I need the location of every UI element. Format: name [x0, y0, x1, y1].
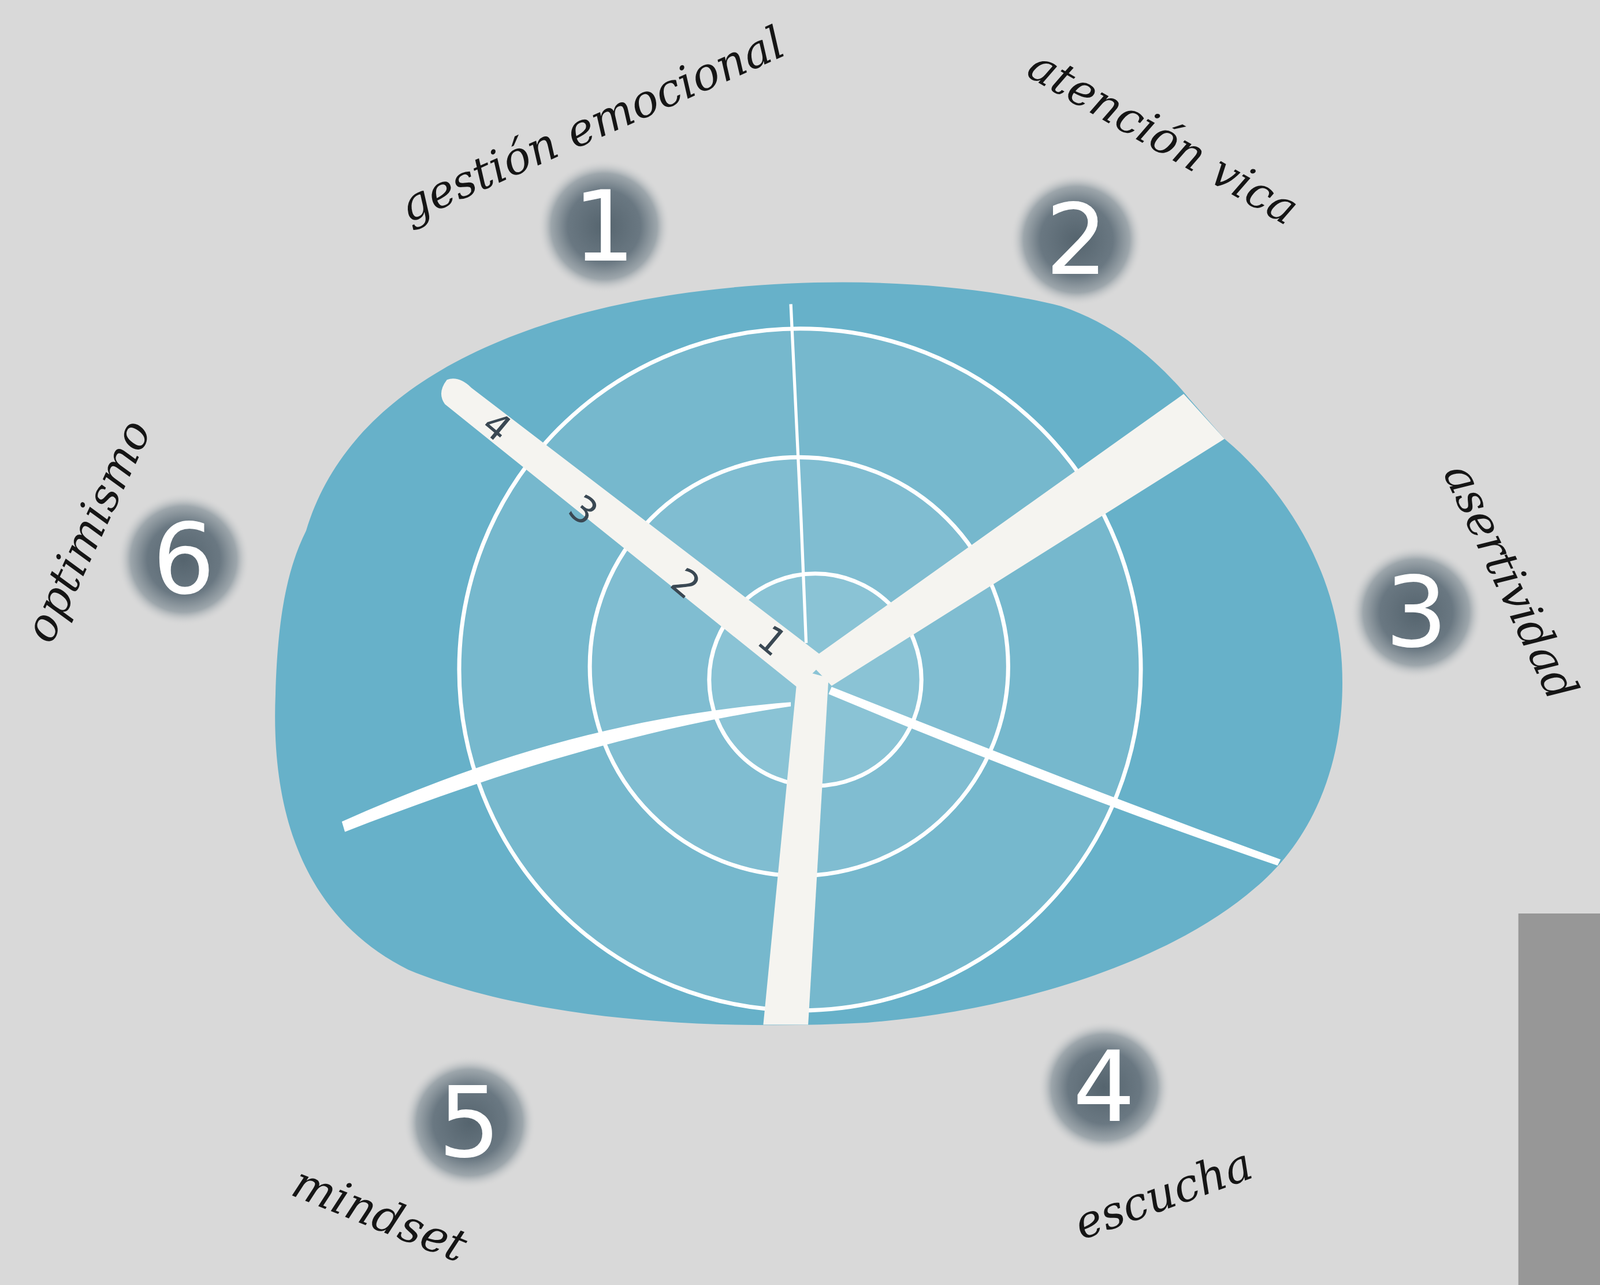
numbered-circle: 1gestión emocional — [537, 160, 671, 293]
fuzzy-circle-fill — [537, 160, 671, 293]
fuzzy-circle-fill — [117, 492, 251, 626]
callout-number: 4 — [1037, 1020, 1171, 1154]
white-band — [441, 378, 827, 688]
numbered-circle: 4escucha — [1037, 1020, 1171, 1154]
thin-line — [828, 686, 1281, 866]
fuzzy-circle-fill — [1010, 173, 1144, 307]
numbered-circle: 3asertividad — [1349, 545, 1483, 679]
fuzzy-circle-fill — [403, 1055, 537, 1189]
blue-blob — [274, 282, 1343, 1026]
white-band — [763, 669, 829, 1025]
callout-number: 3 — [1349, 545, 1483, 679]
callout-number: 6 — [117, 492, 251, 626]
callout-number: 5 — [403, 1055, 537, 1189]
fuzzy-circle-fill — [1037, 1020, 1171, 1154]
thin-line — [790, 303, 806, 643]
thin-line — [341, 701, 791, 832]
numbered-circle: 6optimismo — [117, 492, 251, 626]
numbered-circle: 5mindset — [403, 1055, 537, 1189]
fuzzy-circle-fill — [1349, 545, 1483, 679]
numbered-circle: 2atención vica — [1010, 173, 1144, 307]
callout-number: 2 — [1010, 173, 1144, 307]
gray-bar — [1518, 913, 1600, 1285]
white-band — [808, 393, 1225, 686]
callout-number: 1 — [537, 160, 671, 293]
